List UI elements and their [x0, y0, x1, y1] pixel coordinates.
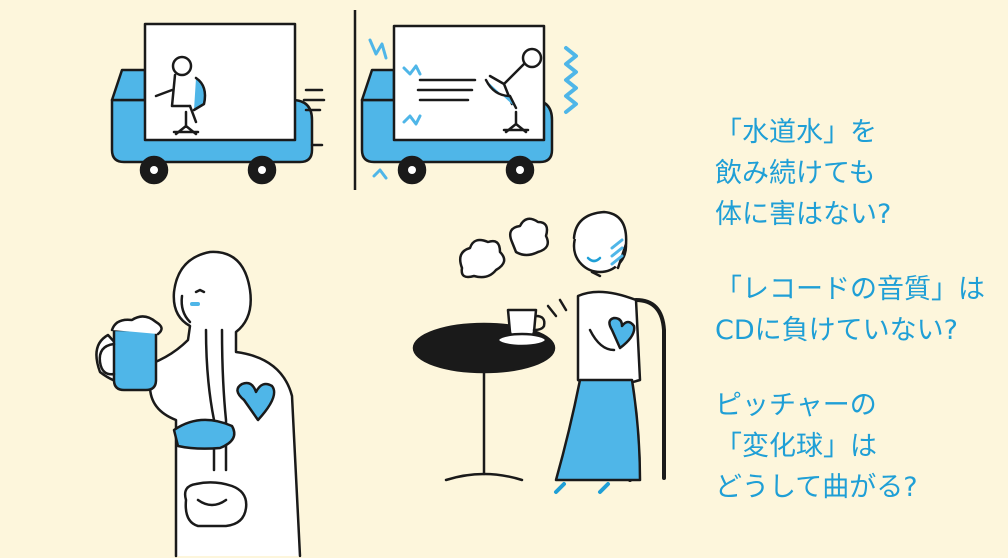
stopped-truck-icon — [360, 24, 578, 185]
question-line: CDに負けていない? — [715, 315, 958, 346]
question-breaking-ball: ピッチャーの 「変化球」は どうして曲がる? — [715, 385, 1005, 508]
cafe-woman-icon — [412, 210, 666, 494]
question-line: どうして曲がる? — [715, 472, 918, 503]
question-line: 飲み続けても — [715, 158, 876, 189]
question-line: 「レコードの音質」は — [715, 274, 985, 305]
moving-truck-icon — [110, 22, 326, 185]
question-line: ピッチャーの — [715, 390, 877, 421]
drinking-person-icon — [95, 250, 302, 558]
question-record-sound: 「レコードの音質」は CDに負けていない? — [715, 269, 1005, 351]
question-tap-water: 「水道水」を 飲み続けても 体に害はない? — [715, 112, 1005, 235]
question-line: 「水道水」を — [715, 117, 877, 148]
question-list: 「水道水」を 飲み続けても 体に害はない? 「レコードの音質」は CDに負けてい… — [715, 112, 1005, 542]
question-line: 体に害はない? — [715, 199, 892, 230]
question-line: 「変化球」は — [715, 431, 877, 462]
